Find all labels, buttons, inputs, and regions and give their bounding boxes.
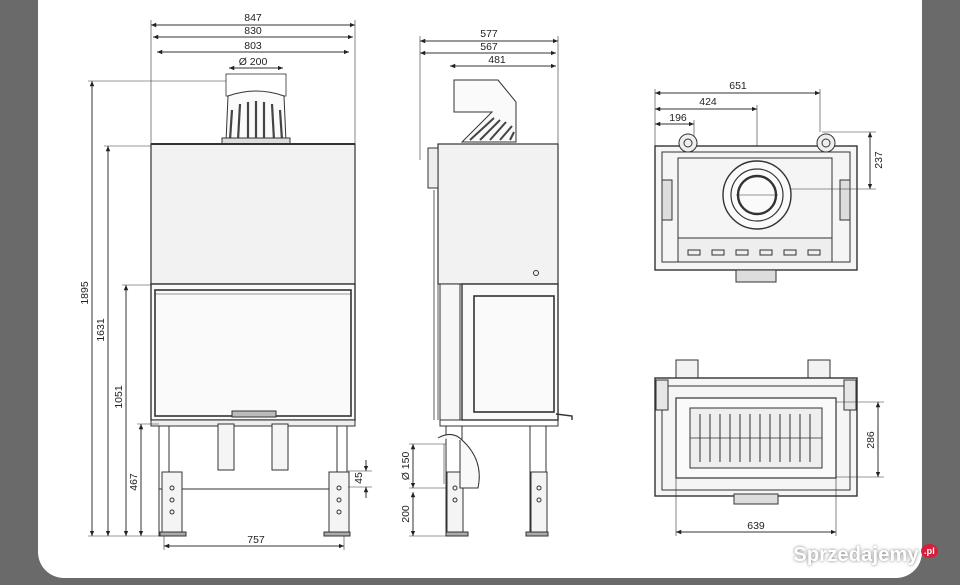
dim-front-width-total: 847 xyxy=(244,12,262,24)
dim-front-height-door: 1051 xyxy=(113,385,125,409)
dim-side-inlet-diameter: Ø 150 xyxy=(400,452,412,481)
dim-front-height-body: 1631 xyxy=(95,318,107,342)
dim-front-flue-diameter: Ø 200 xyxy=(239,56,268,68)
front-view-dimensions: 847 830 803 Ø 200 1895 1631 1051 467 45 … xyxy=(79,12,365,546)
front-view xyxy=(88,20,372,550)
dim-front-base-width: 757 xyxy=(247,534,265,546)
dim-side-depth-total: 577 xyxy=(480,28,498,40)
top-view xyxy=(654,89,876,283)
dim-top-depth-offset: 237 xyxy=(873,151,885,169)
dim-front-height-total: 1895 xyxy=(79,281,91,305)
watermark-tld: .pl xyxy=(920,544,938,558)
dim-side-depth-flue: 481 xyxy=(488,54,506,66)
bottom-view xyxy=(654,359,884,536)
dim-top-flue-offset: 424 xyxy=(699,96,717,108)
dim-top-side-offset: 196 xyxy=(669,112,687,124)
dim-front-leg-spacer: 45 xyxy=(353,472,365,484)
dim-bottom-grate-depth: 286 xyxy=(865,431,877,449)
dim-front-width-inner: 803 xyxy=(244,40,262,52)
watermark-logo: Sprzedajemy.pl xyxy=(793,544,938,567)
dim-side-inlet-height: 200 xyxy=(400,505,412,523)
top-view-dimensions: 651 424 196 237 xyxy=(669,80,885,169)
watermark-brand: Sprzedajemy xyxy=(793,544,919,566)
dim-top-width-outer: 651 xyxy=(729,80,747,92)
dim-bottom-grate-width: 639 xyxy=(747,520,765,532)
dim-side-depth-body: 567 xyxy=(480,41,498,53)
dim-front-width-body: 830 xyxy=(244,25,262,37)
side-view-dimensions: 577 567 481 Ø 150 200 xyxy=(400,28,506,523)
side-view xyxy=(409,36,573,537)
dim-front-height-legs: 467 xyxy=(128,473,140,491)
bottom-view-dimensions: 286 639 xyxy=(747,431,877,532)
